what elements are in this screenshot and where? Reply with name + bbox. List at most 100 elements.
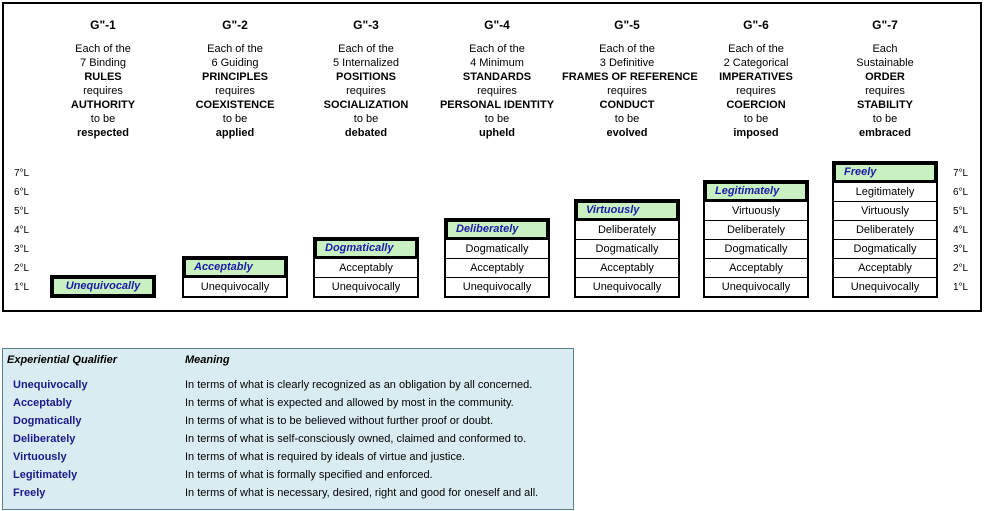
level-label-left: 7°L <box>14 168 30 179</box>
column-text-l6: to be <box>222 113 248 125</box>
level-label-left: 4°L <box>14 225 30 236</box>
legend-qualifier: Virtuously <box>13 451 67 463</box>
column-text-l3: FRAMES OF REFERENCE <box>562 71 698 83</box>
column-code: G"-5 <box>614 18 640 32</box>
column-text-l3: RULES <box>84 71 122 83</box>
column-text-l7: applied <box>215 127 255 139</box>
column-text-l3: ORDER <box>865 71 905 83</box>
column-text-l3: POSITIONS <box>336 71 396 83</box>
qualifier-cell: Unequivocally <box>705 277 807 296</box>
column-code: G"-3 <box>353 18 379 32</box>
legend-panel: Experiential Qualifier Meaning Unequivoc… <box>2 348 574 510</box>
level-label-right: 1°L <box>953 282 969 293</box>
legend-meaning: In terms of what is to be believed witho… <box>185 415 494 427</box>
highlighted-qualifier-cell: Dogmatically <box>315 239 417 258</box>
column-text-l7: respected <box>77 127 129 139</box>
qualifier-cell: Acceptably <box>705 258 807 277</box>
column-text-l5: CONDUCT <box>599 99 655 111</box>
legend-qualifier: Deliberately <box>13 433 76 445</box>
column-text-l7: debated <box>344 127 388 139</box>
highlighted-qualifier-cell: Deliberately <box>446 220 548 239</box>
column-text-l4: requires <box>215 85 255 97</box>
column-text-l3: PRINCIPLES <box>201 71 268 83</box>
level-label-right: 6°L <box>953 187 969 198</box>
qualifier-cell: Virtuously <box>705 201 807 220</box>
column-text-l6: to be <box>743 113 769 125</box>
column-text-l1: Each of the <box>75 43 131 55</box>
qualifier-cell: Unequivocally <box>446 277 548 296</box>
column-text-l2: 4 Minimum <box>470 57 524 69</box>
column-text-l5: COEXISTENCE <box>195 99 275 111</box>
legend-header-qualifier: Experiential Qualifier <box>7 354 118 366</box>
column-text-l6: to be <box>484 113 510 125</box>
column-text-l2: 7 Binding <box>80 57 126 69</box>
column-text-l1: Each of the <box>599 43 655 55</box>
column-code: G"-7 <box>872 18 898 32</box>
level-stack-1: Unequivocally <box>50 275 156 298</box>
legend-qualifier: Legitimately <box>13 469 78 481</box>
qualifier-cell: Legitimately <box>834 182 936 201</box>
column-text-l6: to be <box>353 113 379 125</box>
level-label-right: 5°L <box>953 206 969 217</box>
level-label-left: 1°L <box>14 282 30 293</box>
column-text-l1: Each of the <box>338 43 394 55</box>
qualifier-cell: Deliberately <box>705 220 807 239</box>
legend-meaning: In terms of what is formally specified a… <box>185 469 433 481</box>
column-text-l4: requires <box>83 85 123 97</box>
column-text-l7: embraced <box>859 127 911 139</box>
legend-qualifier: Acceptably <box>13 397 72 409</box>
qualifier-cell: Acceptably <box>834 258 936 277</box>
legend-header-meaning: Meaning <box>185 354 230 366</box>
level-label-right: 3°L <box>953 244 969 255</box>
column-text-l3: IMPERATIVES <box>719 71 793 83</box>
column-text-l4: requires <box>865 85 905 97</box>
column-code: G"-1 <box>90 18 116 32</box>
column-text-l5: STABILITY <box>856 99 913 111</box>
legend-row: Dogmatically In terms of what is to be be… <box>3 413 573 429</box>
legend-qualifier: Dogmatically <box>13 415 82 427</box>
qualifier-cell: Deliberately <box>576 220 678 239</box>
column-text-l6: to be <box>90 113 116 125</box>
legend-row: Acceptably In terms of what is expected a… <box>3 395 573 411</box>
legend-row: Deliberately In terms of what is self-con… <box>3 431 573 447</box>
qualifier-cell: Deliberately <box>834 220 936 239</box>
column-text-l6: to be <box>872 113 898 125</box>
qualifier-cell: Dogmatically <box>576 239 678 258</box>
column-text-l2: 5 Internalized <box>332 57 400 69</box>
qualifier-cell: Unequivocally <box>834 277 936 296</box>
legend-meaning: In terms of what is necessary, desired, … <box>185 487 539 499</box>
column-code: G"-2 <box>222 18 248 32</box>
qualifier-cell: Dogmatically <box>705 239 807 258</box>
legend-meaning: In terms of what is required by ideals o… <box>185 451 466 463</box>
column-text-l4: requires <box>736 85 776 97</box>
column-text-l4: requires <box>346 85 386 97</box>
qualifier-cell: Acceptably <box>446 258 548 277</box>
level-label-right: 4°L <box>953 225 969 236</box>
level-label-right: 7°L <box>953 168 969 179</box>
column-text-l2: 2 Categorical <box>723 57 789 69</box>
column-text-l5: AUTHORITY <box>70 99 136 111</box>
column-text-l7: evolved <box>606 127 648 139</box>
qualifier-cell: Acceptably <box>576 258 678 277</box>
qualifier-cell: Dogmatically <box>446 239 548 258</box>
level-label-left: 5°L <box>14 206 30 217</box>
qualifier-cell: Unequivocally <box>184 277 286 296</box>
legend-row: Legitimately In terms of what is formally… <box>3 467 573 483</box>
column-text-l1: Each <box>872 43 898 55</box>
level-label-left: 2°L <box>14 263 30 274</box>
column-text-l7: imposed <box>733 127 779 139</box>
level-label-left: 3°L <box>14 244 30 255</box>
column-text-l1: Each of the <box>728 43 784 55</box>
legend-meaning: In terms of what is self-consciously own… <box>185 433 527 445</box>
legend-meaning: In terms of what is expected and allowed… <box>185 397 514 409</box>
column-text-l1: Each of the <box>207 43 263 55</box>
